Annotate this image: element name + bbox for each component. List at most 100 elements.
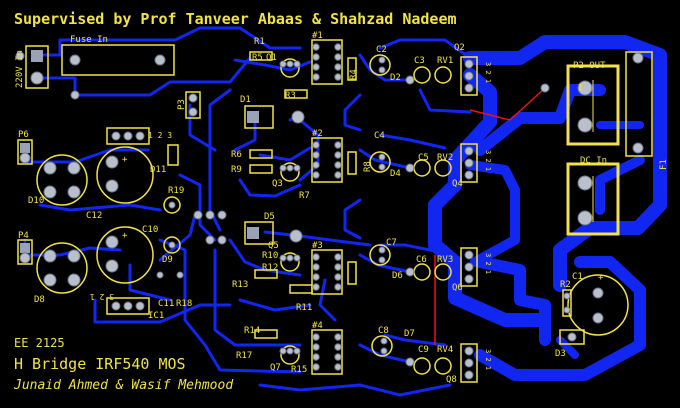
label-r9: R9 [231,165,242,175]
label-c6: C6 [416,255,427,265]
label-rv2: RV2 [437,153,453,163]
ic-pin-pad [334,273,342,281]
silkscreen-layer [17,39,653,383]
ic-pin-pad [334,253,342,261]
label-c3: C3 [414,56,425,66]
ic-pin-pad [312,73,320,81]
label-c8: C8 [378,326,389,336]
project-title: H Bridge IRF540 MOS [14,355,186,373]
course-code: EE 2125 [14,336,65,350]
ic-pin-pad [312,43,320,51]
label-r11: R11 [296,303,312,313]
label-d3: D3 [555,349,566,359]
label-u4: #4 [312,321,323,331]
p2-out-label: P2 OUT [573,61,606,71]
ic-pin-pad [334,53,342,61]
ic-pin-pad [312,263,320,271]
ic-pin-pad [312,343,320,351]
label-d4: D4 [390,169,401,179]
p4-label: P4 [18,231,29,241]
ic-pin-pad [334,263,342,271]
label-u3: #3 [312,241,323,251]
ic-pin-pad [334,343,342,351]
pin-order-top-header: 1 2 3 [148,131,172,140]
label-r15: R15 [291,365,307,375]
ic-pin-pad [312,53,320,61]
label-r7: R7 [299,191,310,201]
ic-pin-pad [334,283,342,291]
label-r3: R3 [285,91,296,101]
silkscreen-text: Supervised by Prof Tanveer Abaas & Shahz… [13,10,669,393]
ic-pin-rows [312,43,342,371]
ic-pin-pad [334,161,342,169]
header-credit: Supervised by Prof Tanveer Abaas & Shahz… [14,10,457,28]
ic-pin-pad [334,151,342,159]
label-d5: D5 [264,212,275,222]
label-q6: Q6 [452,283,463,293]
label-q4: Q4 [452,179,463,189]
label-c11: C11 [158,299,174,309]
label-rv3: RV3 [437,255,453,265]
ic-pin-pad [334,353,342,361]
ic-pin-pad [312,161,320,169]
pin-order-q8: 3 2 1 [484,349,492,370]
label-r19: R19 [168,186,184,196]
label-r12: R12 [262,263,278,273]
ic-pin-pad [312,333,320,341]
label-u2: #2 [312,129,323,139]
ic-pin-pad [334,73,342,81]
label-c9: C9 [418,345,429,355]
label-d8: D8 [34,295,45,305]
ic-pin-pad [312,253,320,261]
label-r17: R17 [236,351,252,361]
label-c12: C12 [86,211,102,221]
pin-order-q4: 3 2 1 [484,150,492,171]
ic-pin-pad [334,141,342,149]
label-c10: C10 [142,225,158,235]
pad-layer [15,50,644,380]
ic-pin-pad [334,171,342,179]
label-q1: Q1 [266,53,277,63]
ic-pin-pad [334,333,342,341]
ic-pin-pad [334,43,342,51]
label-r13: R13 [232,280,248,290]
label-r6: R6 [231,150,242,160]
pin-marker-p2-1: 1 [578,83,583,92]
label-r18: R18 [176,299,192,309]
pin-marker-c10-plus: + [122,231,128,241]
f1-label: F1 [659,159,669,170]
pin-marker-dc-plus: + [598,273,604,283]
fuse-in-label: Fuse In [70,35,108,45]
ic-pin-pad [312,363,320,371]
label-p3: P3 [177,99,187,110]
label-c4: C4 [374,131,385,141]
label-c7: C7 [386,238,397,248]
label-q3: Q3 [272,179,283,189]
p6-label: P6 [18,130,29,140]
authors-credit: Junaid Ahmed & Wasif Mehmood [13,378,233,393]
pin-order-q2: 3 2 1 [484,62,492,83]
label-r10: R10 [262,251,278,261]
label-q8: Q8 [446,375,457,385]
ac-in-label: 220V In [15,50,25,88]
label-c1: C1 [572,272,583,282]
label-c5: C5 [418,153,429,163]
label-d10: D10 [28,196,44,206]
dc-in-label: DC In [580,156,607,166]
label-r1: R1 [254,37,265,47]
ic-pin-pad [334,363,342,371]
label-d1: D1 [240,95,251,105]
label-q5: Q5 [268,241,279,251]
label-q2: Q2 [454,43,465,53]
label-rv1: RV1 [437,56,453,66]
ic-pin-pad [312,63,320,71]
label-d11: D11 [150,165,166,175]
label-d9: D9 [162,255,173,265]
label-ic1: IC1 [148,311,164,321]
ic-pin-pad [312,171,320,179]
ic-pin-pad [312,353,320,361]
label-u1: #1 [312,31,323,41]
ic-pin-pad [312,141,320,149]
label-d6: D6 [392,271,403,281]
